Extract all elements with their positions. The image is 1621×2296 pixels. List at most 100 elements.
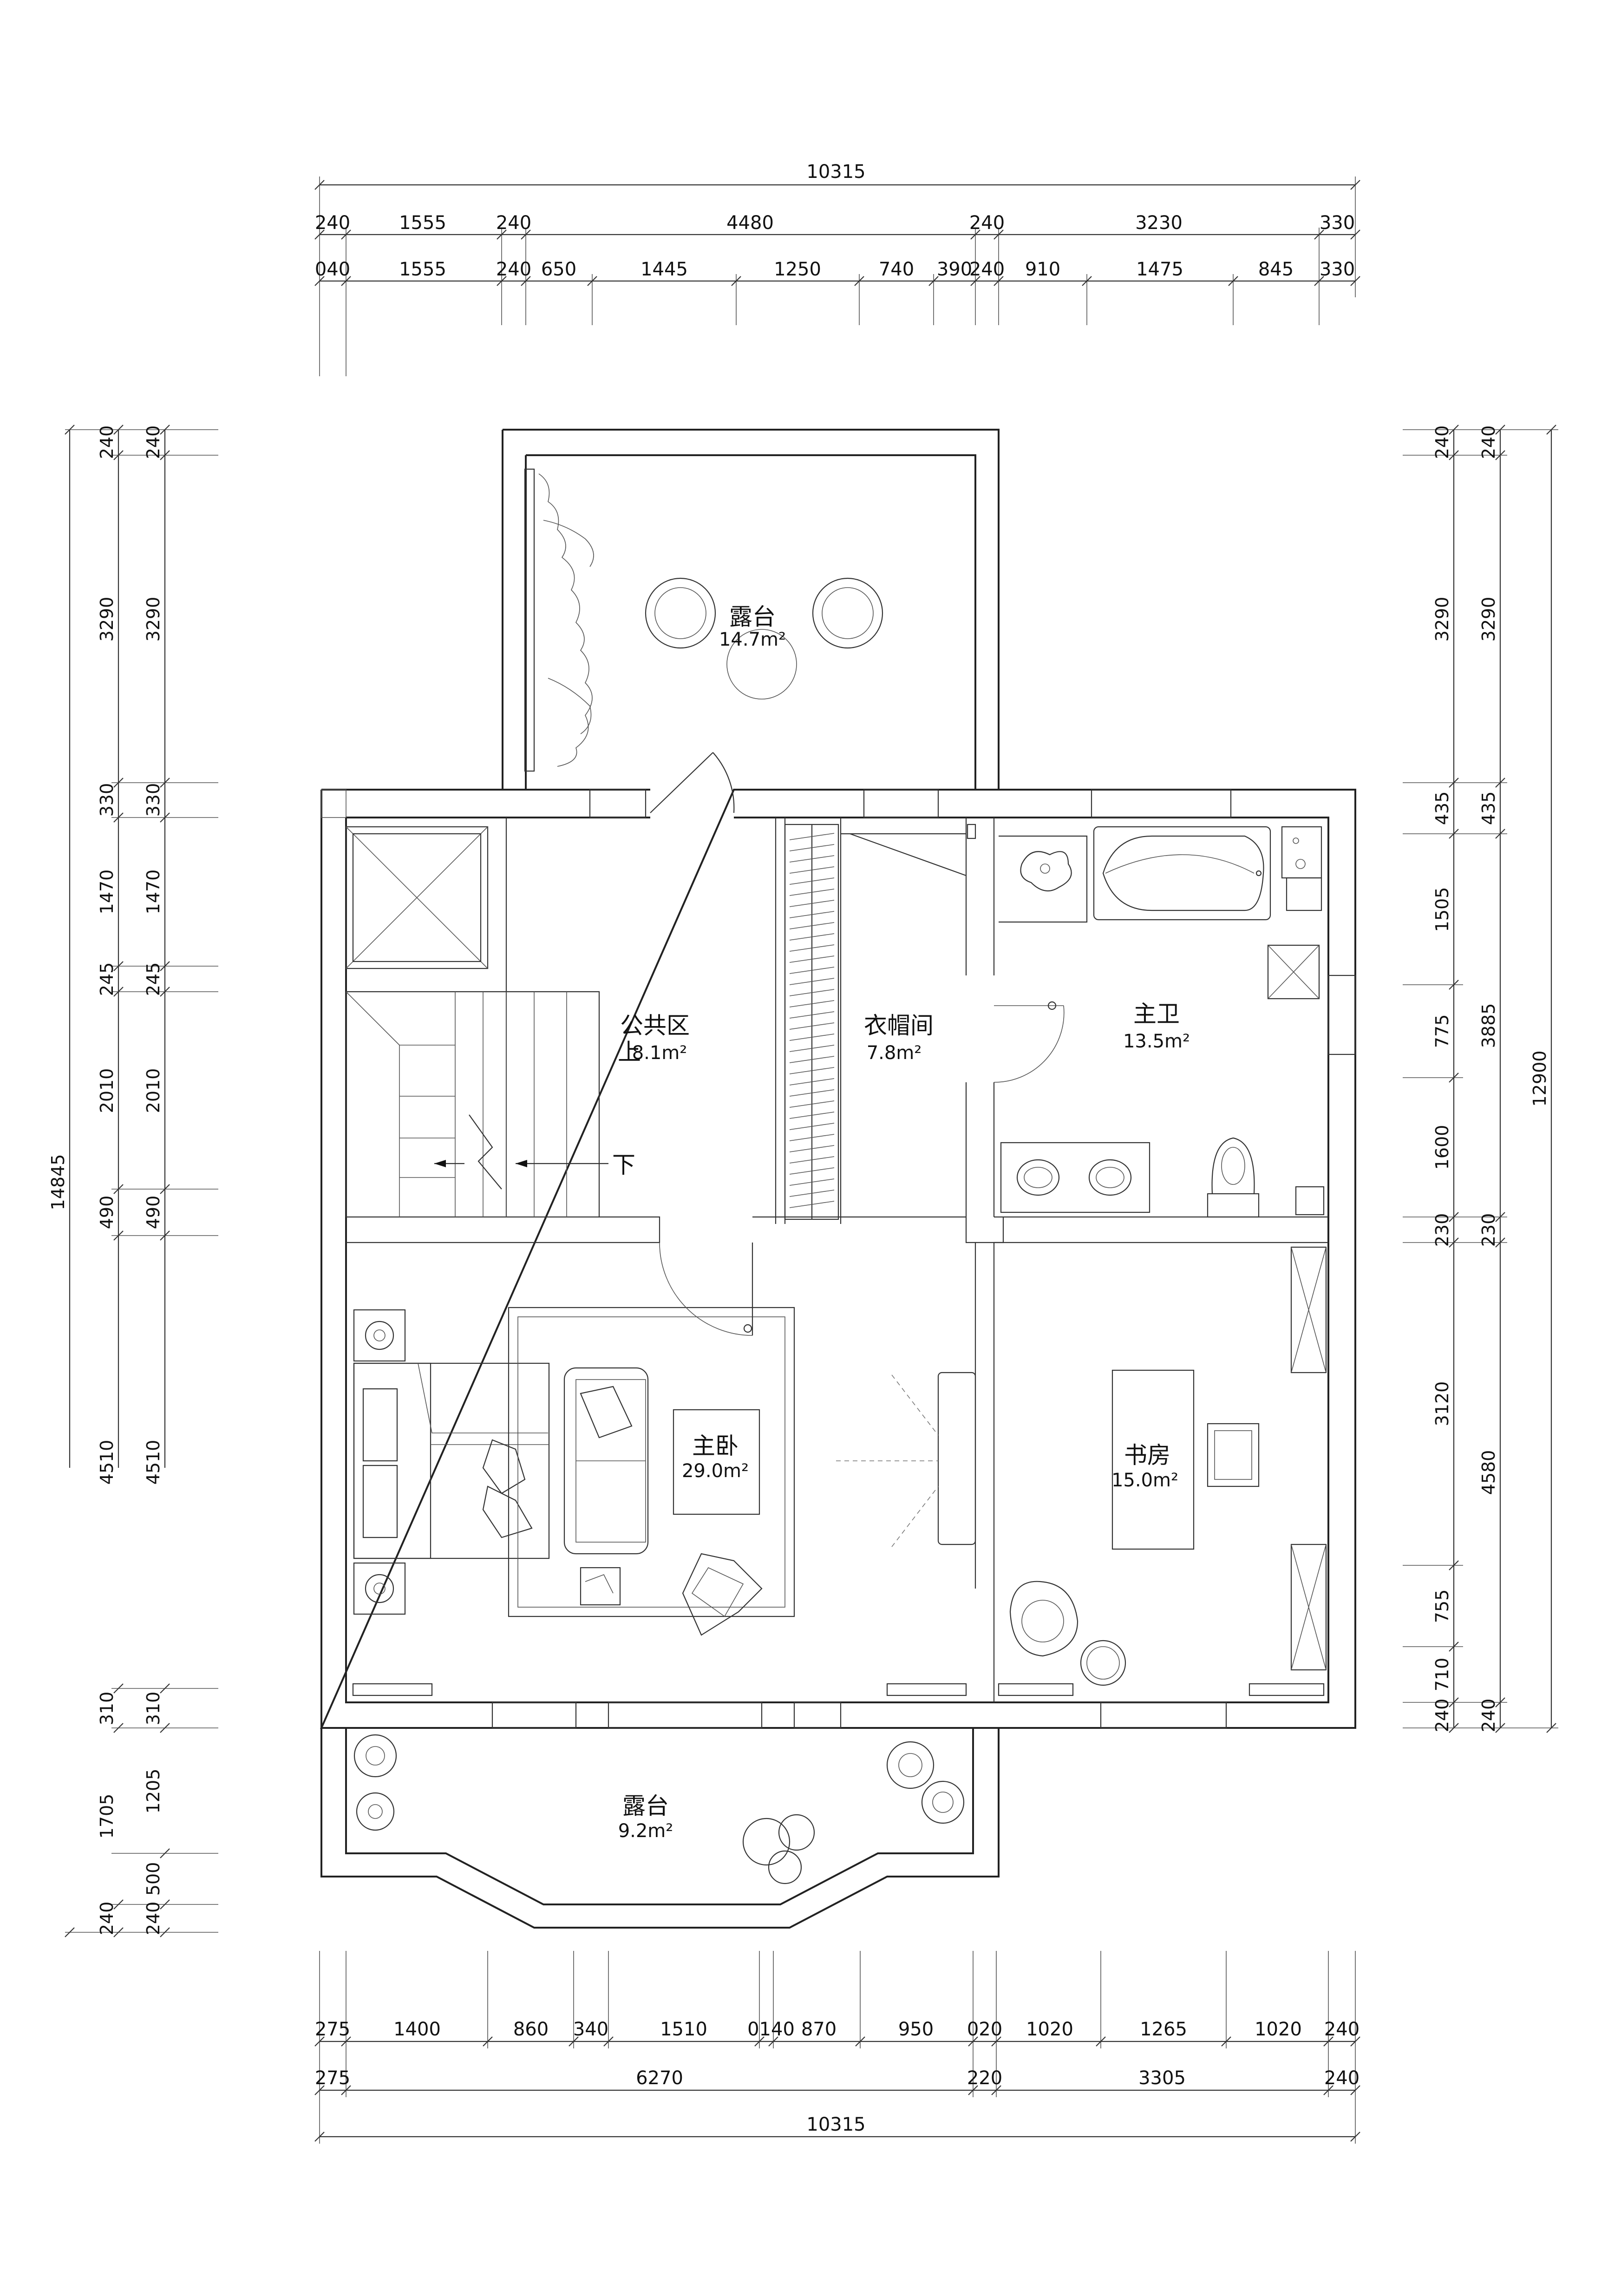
hanger — [789, 1022, 835, 1030]
top-r2-10: 1475 — [1136, 259, 1183, 280]
hanger — [789, 1078, 835, 1086]
bottom-r1-4: 1510 — [660, 2019, 707, 2040]
bottom-r1-2: 860 — [513, 2019, 549, 2040]
left-a-1: 3290 — [97, 597, 117, 642]
right-dimensions: 240 3290 435 1505 775 1600 230 3120 755 … — [1403, 425, 1558, 1733]
left-b-6: 490 — [143, 1196, 163, 1230]
left-total: 14845 — [48, 1154, 68, 1210]
top-r1-4: 240 — [969, 212, 1005, 234]
terrace-bottom-decor — [353, 1734, 965, 1884]
top-r2-6: 740 — [879, 259, 914, 280]
right-b-0: 240 — [1478, 425, 1499, 459]
bottom-r1-10: 1265 — [1140, 2019, 1187, 2040]
hanger — [789, 1067, 835, 1074]
hanger — [789, 1123, 835, 1130]
top-r2-8: 240 — [969, 259, 1005, 280]
top-r1-0: 240 — [315, 212, 350, 234]
study-furniture — [1009, 1246, 1327, 1686]
bottom-r2-3: 3305 — [1138, 2067, 1186, 2089]
hanger — [789, 844, 835, 851]
hanger — [789, 1045, 835, 1052]
left-a-6: 490 — [97, 1196, 117, 1230]
left-a-4: 245 — [97, 962, 117, 996]
right-a-4: 775 — [1432, 1014, 1452, 1048]
terrace-top-decor — [524, 468, 883, 772]
right-a-6: 230 — [1432, 1213, 1452, 1247]
bottom-r1-11: 1020 — [1255, 2019, 1302, 2040]
top-r2-12: 330 — [1320, 259, 1355, 280]
right-b-4: 230 — [1478, 1213, 1499, 1247]
top-r1-1: 1555 — [399, 212, 446, 234]
top-r2-7: 390 — [937, 259, 972, 280]
hanger — [789, 866, 835, 874]
walls — [320, 429, 1356, 1929]
right-a-1: 3290 — [1432, 597, 1452, 642]
hanger — [789, 911, 835, 918]
left-a-7: 4510 — [97, 1440, 117, 1485]
bedroom-furniture — [352, 1242, 1325, 1696]
terrace-bottom-name: 露台 — [622, 1792, 669, 1819]
hanger — [789, 1100, 835, 1108]
top-r2-0: 040 — [315, 259, 350, 280]
study-name: 书房 — [1124, 1442, 1170, 1469]
hanger — [789, 900, 835, 907]
left-b-5: 2010 — [143, 1068, 163, 1113]
left-a-9: 1705 — [97, 1794, 117, 1839]
bottom-r1-1: 1400 — [393, 2019, 441, 2040]
hanger — [789, 967, 835, 974]
stairs-down-label: 下 — [612, 1151, 635, 1178]
terrace-top-name: 露台 — [729, 603, 776, 630]
wardrobe-name: 衣帽间 — [864, 1012, 934, 1039]
right-b-3: 3885 — [1478, 1003, 1499, 1048]
left-b-2: 330 — [143, 783, 163, 817]
left-a-10: 240 — [97, 1902, 117, 1936]
top-r1-2: 240 — [496, 212, 531, 234]
left-b-8: 310 — [143, 1692, 163, 1726]
top-r2-3: 650 — [541, 259, 576, 280]
left-b-0: 240 — [143, 425, 163, 459]
right-total: 12900 — [1529, 1051, 1550, 1107]
hanger — [789, 1201, 835, 1208]
hanger — [789, 944, 835, 952]
master-bath-area: 13.5m² — [1123, 1031, 1190, 1052]
left-b-10: 500 — [143, 1862, 163, 1896]
right-a-2: 435 — [1432, 791, 1452, 825]
right-b-6: 240 — [1478, 1699, 1499, 1733]
left-b-7: 4510 — [143, 1440, 163, 1485]
hanger — [789, 978, 835, 985]
right-b-5: 4580 — [1478, 1450, 1499, 1495]
public-area-name: 公共区 — [620, 1012, 690, 1039]
top-r1-3: 4480 — [726, 212, 774, 234]
bottom-r2-0: 275 — [315, 2067, 350, 2089]
bottom-r1-8: 020 — [967, 2019, 1002, 2040]
bottom-r1-12: 240 — [1324, 2019, 1360, 2040]
hanger — [789, 933, 835, 941]
hanger — [789, 1112, 835, 1119]
left-a-8: 310 — [97, 1692, 117, 1726]
right-a-8: 755 — [1432, 1590, 1452, 1623]
right-a-10: 240 — [1432, 1699, 1452, 1733]
hanger — [789, 1145, 835, 1152]
master-bedroom-area: 29.0m² — [682, 1460, 749, 1482]
top-r2-9: 910 — [1025, 259, 1060, 280]
right-a-5: 1600 — [1432, 1125, 1452, 1170]
hanger — [789, 1011, 835, 1019]
top-r1-6: 330 — [1320, 212, 1355, 234]
left-a-0: 240 — [97, 425, 117, 459]
left-b-3: 1470 — [143, 870, 163, 915]
bottom-r1-9: 1020 — [1026, 2019, 1073, 2040]
study-area: 15.0m² — [1111, 1470, 1178, 1491]
bottom-dimensions: 275 1400 860 340 1510 0140 870 950 020 1… — [314, 1951, 1360, 2144]
bottom-total: 10315 — [806, 2114, 865, 2135]
bottom-r1-6: 870 — [801, 2019, 837, 2040]
left-a-2: 330 — [97, 783, 117, 817]
left-b-9: 1205 — [143, 1769, 163, 1814]
stairs-up-label: 上 — [618, 1039, 641, 1066]
hanger — [789, 889, 835, 896]
bottom-r1-0: 275 — [315, 2019, 350, 2040]
hanger — [789, 955, 835, 963]
hanger — [789, 855, 835, 863]
right-a-3: 1505 — [1432, 887, 1452, 932]
wardrobe-rail — [784, 824, 839, 1220]
